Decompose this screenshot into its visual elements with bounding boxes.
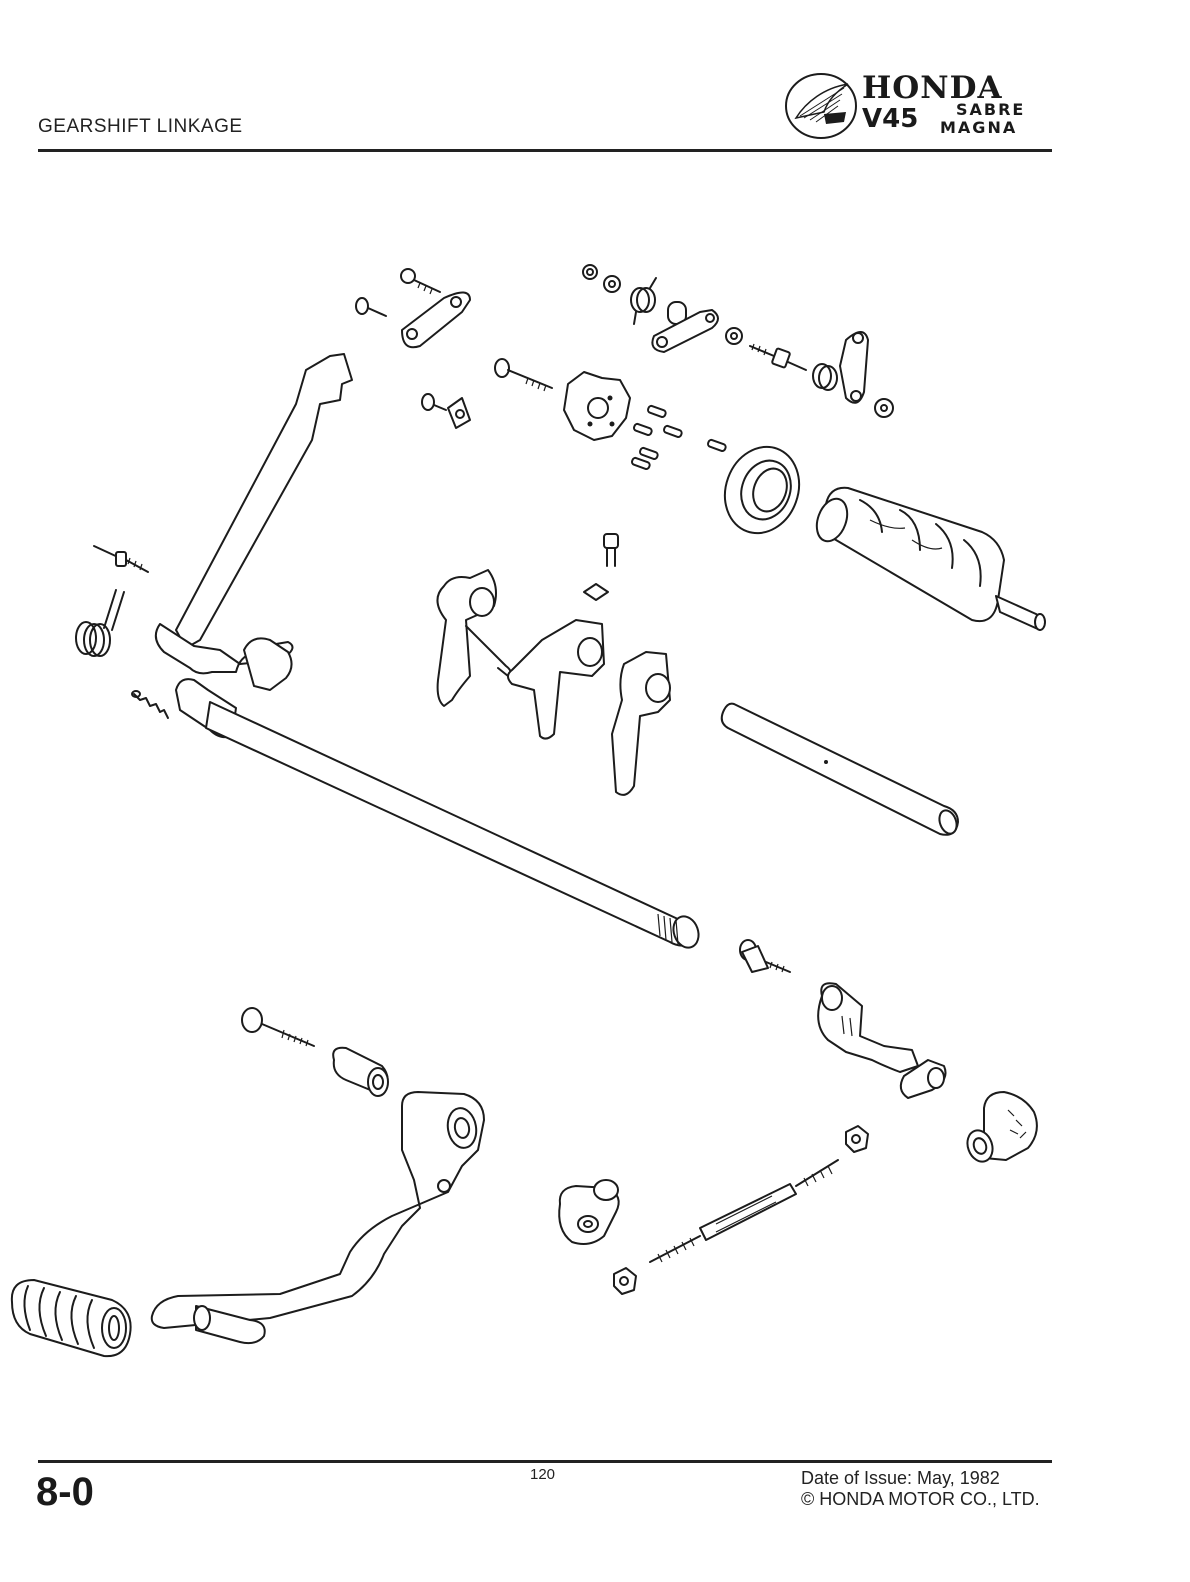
dowel-pin-icon	[631, 404, 727, 470]
bolt-icon	[494, 358, 553, 392]
stopper-arm-icon	[651, 309, 719, 353]
spring-icon	[131, 690, 169, 719]
shift-fork-icon	[507, 619, 605, 740]
bolt-icon	[355, 297, 387, 317]
gearshift-spindle-icon	[154, 353, 700, 949]
gearshift-exploded-diagram	[10, 264, 1046, 1358]
collar-icon	[332, 1046, 389, 1097]
shift-arm-icon	[839, 331, 869, 404]
shift-fork-icon	[611, 651, 671, 796]
bolt-icon	[739, 939, 791, 973]
bolt-icon	[241, 1007, 315, 1047]
shift-drum-center-icon	[563, 371, 631, 441]
shift-drum-icon	[815, 486, 1046, 631]
bolt-icon	[400, 268, 441, 295]
boot-icon	[966, 1091, 1038, 1163]
stopper-plate-icon	[401, 291, 471, 349]
model-name: V45	[862, 104, 919, 134]
rod-end-icon	[558, 1179, 620, 1245]
nut-icon	[613, 1125, 869, 1295]
header-divider	[38, 149, 1052, 152]
bolt-icon	[749, 343, 807, 371]
shift-fork-icon	[436, 569, 512, 707]
bolt-icon	[421, 393, 471, 429]
washer-icon	[874, 398, 894, 418]
washer-icon	[582, 264, 621, 293]
fork-shaft-icon	[720, 702, 959, 836]
brand-name: HONDA	[862, 70, 1003, 106]
bearing-icon	[723, 445, 801, 535]
tie-rod-icon	[649, 1159, 839, 1263]
issue-date: Date of Issue: May, 1982	[801, 1468, 1000, 1488]
page-code: 8-0	[36, 1470, 94, 1514]
shift-arm-icon	[817, 982, 947, 1099]
page-number: 120	[530, 1466, 556, 1483]
pedal-rubber-icon	[10, 1279, 132, 1358]
bolt-icon	[93, 545, 149, 573]
washer-icon	[725, 327, 743, 345]
footer-divider	[38, 1460, 1052, 1463]
model-variant-bottom: MAGNA	[940, 118, 1018, 137]
copyright: © HONDA MOTOR CO., LTD.	[801, 1489, 1040, 1509]
section-title: GEARSHIFT LINKAGE	[38, 116, 243, 137]
spring-icon	[630, 277, 657, 325]
spring-icon	[75, 589, 125, 657]
spring-icon	[812, 363, 838, 391]
model-variant-top: SABRE	[956, 100, 1026, 119]
guide-pin-icon	[583, 533, 619, 601]
shift-pedal-icon	[150, 1091, 485, 1345]
wing-emblem-icon	[785, 73, 857, 139]
